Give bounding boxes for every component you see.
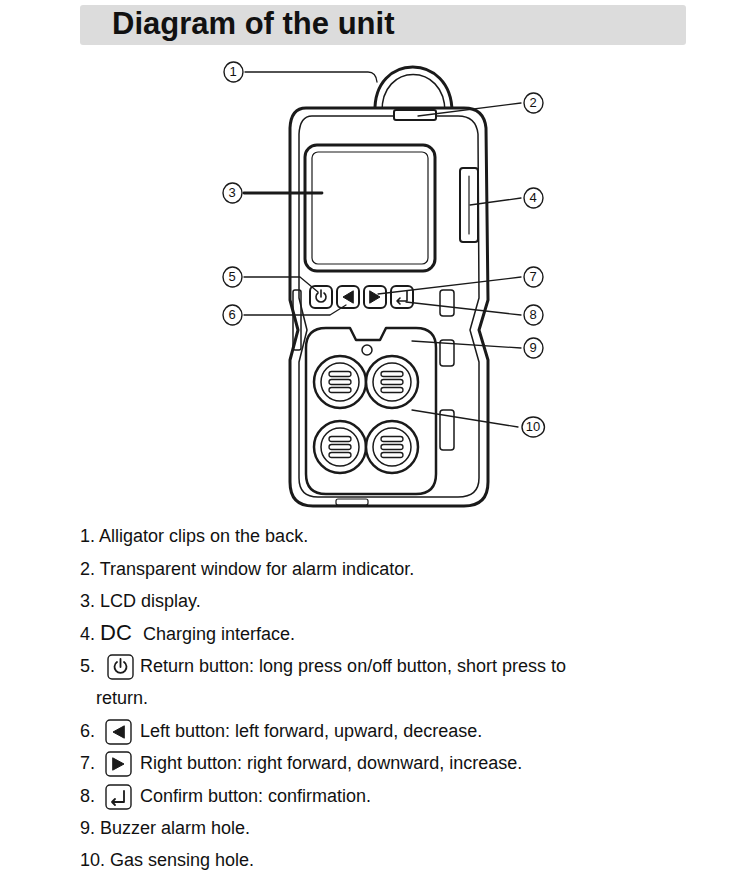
list-text: Confirm button: confirmation. bbox=[140, 780, 371, 812]
callout-number: 9 bbox=[524, 338, 543, 358]
list-text: 8. bbox=[80, 780, 95, 812]
callout-circle: 8 bbox=[524, 305, 543, 325]
callout-circle: 5 bbox=[223, 267, 242, 287]
callout-number: 8 bbox=[524, 305, 543, 325]
callout-number: 1 bbox=[224, 62, 243, 82]
callout-number: 3 bbox=[223, 183, 242, 203]
list-text: 3. LCD display. bbox=[80, 585, 201, 617]
callout-circle: 10 bbox=[522, 417, 544, 437]
list-text: 5. bbox=[80, 650, 95, 682]
callout-circle: 2 bbox=[524, 93, 543, 113]
list-text: 6. bbox=[80, 715, 95, 747]
callout-number: 10 bbox=[522, 417, 544, 437]
list-text: 9. Buzzer alarm hole. bbox=[80, 812, 250, 844]
callout-circle: 6 bbox=[223, 305, 242, 325]
callout-circle: 4 bbox=[524, 188, 543, 208]
callout-circle: 9 bbox=[524, 338, 543, 358]
list-text: Left button: left forward, upward, decre… bbox=[140, 715, 482, 747]
list-text: 2. Transparent window for alarm indicato… bbox=[80, 553, 414, 585]
list-text: DC bbox=[100, 620, 132, 646]
list-text: Right button: right forward, downward, i… bbox=[140, 747, 522, 779]
callout-circle: 3 bbox=[223, 183, 242, 203]
title-text: Diagram of the unit bbox=[112, 4, 394, 44]
list-text: 7. bbox=[80, 747, 95, 779]
list-text: 4. bbox=[80, 618, 95, 650]
callout-number: 4 bbox=[524, 188, 543, 208]
callout-number: 2 bbox=[524, 93, 543, 113]
list-text: 1. Alligator clips on the back. bbox=[80, 520, 308, 552]
list-text: Charging interface. bbox=[143, 618, 295, 650]
callout-number: 6 bbox=[223, 305, 242, 325]
callout-number: 5 bbox=[223, 267, 242, 287]
callout-circle: 1 bbox=[224, 62, 243, 82]
list-text: 10. Gas sensing hole. bbox=[80, 844, 254, 876]
list-text: Return button: long press on/off button,… bbox=[96, 650, 596, 714]
callout-number: 7 bbox=[524, 267, 543, 287]
callout-circle: 7 bbox=[524, 267, 543, 287]
